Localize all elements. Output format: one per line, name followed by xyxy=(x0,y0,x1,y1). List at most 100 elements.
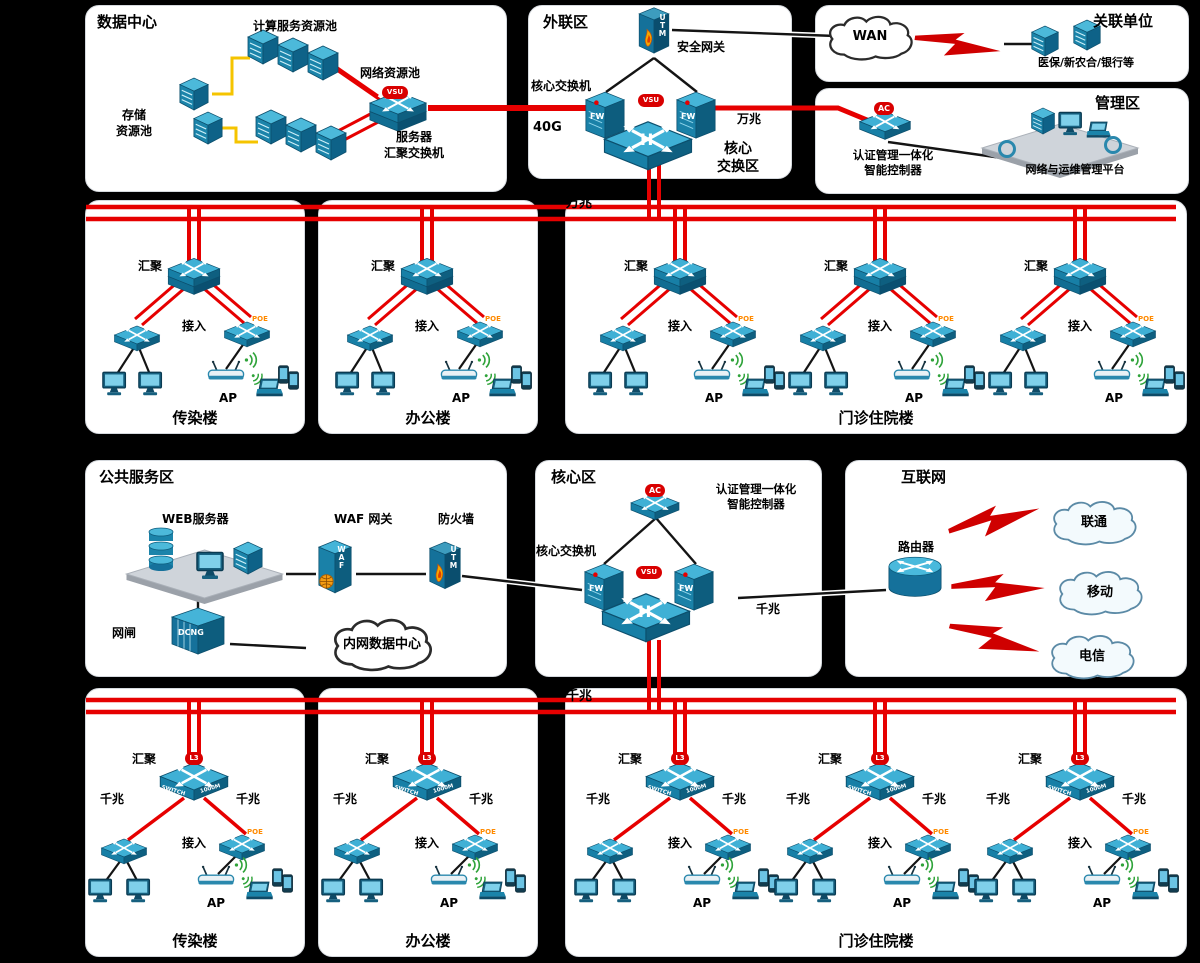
pc-icon xyxy=(988,371,1013,397)
poe-badge: POE xyxy=(1133,828,1149,836)
aggregation-switch-icon xyxy=(653,257,707,296)
access-switch-icon xyxy=(346,324,394,352)
access-label: 接入 xyxy=(1067,319,1092,333)
network-pool-label: 网络资源池 xyxy=(360,66,421,80)
compute-pool-label: 计算服务资源池 xyxy=(252,19,337,33)
access-tree-outpatient-mid-2: 汇聚 POE 接入 AP xyxy=(780,207,986,407)
waf-text: WAF xyxy=(337,545,346,570)
laptop-icon xyxy=(245,881,274,900)
partner-server-icon xyxy=(1031,25,1059,57)
access-tree-office-mid: 汇聚 POE 接入 AP xyxy=(327,207,533,407)
aggregation-label: 汇聚 xyxy=(823,259,848,273)
vsu-badge: VSU xyxy=(638,94,664,107)
ap-label: AP xyxy=(904,391,924,405)
aggregation-label: 汇聚 xyxy=(617,752,642,766)
building-name: 办公楼 xyxy=(405,409,451,427)
pc-icon xyxy=(138,371,163,397)
access-switch-icon xyxy=(113,324,161,352)
access-poe-switch-icon xyxy=(709,320,757,348)
laptop-icon xyxy=(478,881,507,900)
server-icon xyxy=(255,109,287,145)
pc-icon xyxy=(126,878,151,904)
pc-icon xyxy=(612,878,637,904)
security-gateway-label: 安全网关 xyxy=(677,40,726,54)
isp-unicom-label: 联通 xyxy=(1080,515,1107,530)
pc-icon xyxy=(335,371,360,397)
ap-label: AP xyxy=(206,896,226,910)
aggregation-label: 汇聚 xyxy=(131,752,156,766)
phone-icon xyxy=(281,874,294,893)
vsu-badge: VSU xyxy=(382,86,408,99)
partner-members-label: 医保/新农合/银行等 xyxy=(1037,56,1135,69)
chassis-glyph: H xyxy=(638,602,652,621)
building-name: 门诊住院楼 xyxy=(838,409,914,427)
pc-icon xyxy=(1024,371,1049,397)
fw-text: FW xyxy=(679,584,694,593)
wireless-ap-icon xyxy=(1083,864,1121,886)
gig-link-label: 千兆 xyxy=(235,792,260,806)
access-label: 接入 xyxy=(414,319,439,333)
poe-badge: POE xyxy=(738,315,754,323)
pc-icon xyxy=(812,878,837,904)
aggregation-label: 汇聚 xyxy=(623,259,648,273)
storage-pool-label: 存储 资源池 xyxy=(115,108,152,138)
partners-title: 关联单位 xyxy=(1093,12,1154,30)
waf-label: WAF 网关 xyxy=(334,512,393,526)
pc-icon xyxy=(371,371,396,397)
ap-label: AP xyxy=(439,896,459,910)
poe-badge: POE xyxy=(485,315,501,323)
pc-icon xyxy=(788,371,813,397)
aggregation-label: 汇聚 xyxy=(1023,259,1048,273)
ap-label: AP xyxy=(1104,391,1124,405)
tree-links xyxy=(114,207,252,378)
wireless-ap-icon xyxy=(893,359,931,381)
controller-label: 认证管理一体化 智能控制器 xyxy=(852,148,934,177)
gig-link-label: 千兆 xyxy=(756,602,781,616)
gatekeeper-label: 网闸 xyxy=(112,626,137,640)
dcng-text: DCNG xyxy=(178,628,204,637)
aggregation-label: 汇聚 xyxy=(1017,752,1042,766)
fw-text: FW xyxy=(590,112,605,121)
access-tree-outpatient-bottom-2: L3 SWITCH 1000M 汇聚 千兆 千兆 POE 接入 AP xyxy=(774,700,980,930)
pc-icon xyxy=(321,878,346,904)
poe-badge: POE xyxy=(733,828,749,836)
pc-icon xyxy=(624,371,649,397)
core-zone-label: 核心 交换区 xyxy=(717,141,759,176)
utm-text: UTM xyxy=(449,545,458,570)
internet-title: 互联网 xyxy=(901,468,947,486)
router-icon xyxy=(887,556,943,598)
poe-badge: POE xyxy=(1138,315,1154,323)
building-name: 传染楼 xyxy=(172,409,218,427)
aggregation-switch-icon xyxy=(167,257,221,296)
laptop-icon xyxy=(931,881,960,900)
access-poe-switch-icon xyxy=(909,320,957,348)
intranet-dc-label: 内网数据中心 xyxy=(342,637,421,652)
access-switch-icon xyxy=(599,324,647,352)
aggregation-label: 汇聚 xyxy=(370,259,395,273)
mid-bus-label: 万兆 xyxy=(566,196,593,211)
ap-label: AP xyxy=(692,896,712,910)
tree-links xyxy=(587,700,734,887)
gig-link-label: 千兆 xyxy=(785,792,810,806)
gig-link-label: 千兆 xyxy=(1121,792,1146,806)
access-tree-outpatient-mid-3: 汇聚 POE 接入 AP xyxy=(980,207,1186,407)
wifi-signal-icon xyxy=(1129,351,1144,369)
mgmt-ring-icon xyxy=(998,140,1016,158)
access-switch-icon xyxy=(999,324,1047,352)
poe-badge: POE xyxy=(933,828,949,836)
storage-icon xyxy=(179,77,209,111)
ap-label: AP xyxy=(892,896,912,910)
access-label: 接入 xyxy=(181,836,206,850)
aggregation-switch-icon xyxy=(400,257,454,296)
access-label: 接入 xyxy=(414,836,439,850)
mgmt-server-icon xyxy=(1030,107,1056,135)
access-tree-outpatient-bottom-3: L3 SWITCH 1000M 汇聚 千兆 千兆 POE 接入 AP xyxy=(974,700,1180,930)
access-poe-switch-icon xyxy=(223,320,271,348)
web-monitor-icon xyxy=(196,551,224,580)
ac-badge: AC xyxy=(874,102,894,115)
lightning-icon xyxy=(951,574,1045,602)
wifi-signal-icon xyxy=(929,351,944,369)
gig-link-label: 千兆 xyxy=(99,792,124,806)
poe-badge: POE xyxy=(480,828,496,836)
ap-label: AP xyxy=(1092,896,1112,910)
